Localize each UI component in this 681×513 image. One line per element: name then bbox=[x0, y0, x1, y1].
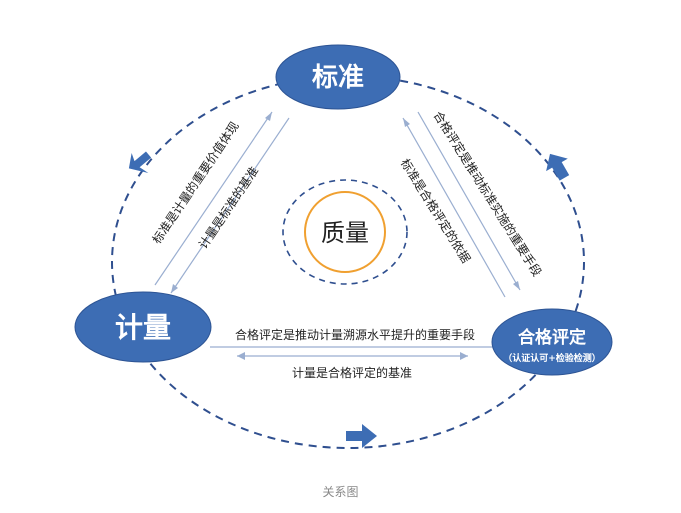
relation-text-conf-to-metro: 合格评定是推动计量溯源水平提升的重要手段 bbox=[235, 327, 475, 342]
arrowhead-left-bottom bbox=[171, 284, 178, 293]
node-standard: 标准 bbox=[275, 44, 401, 110]
node-conformity: 合格评定 （认证认可+检验检测） bbox=[491, 308, 613, 376]
relation-lines-left bbox=[154, 111, 290, 294]
relation-text-conf-to-std: 合格评定是推动标准实施的重要手段 bbox=[431, 108, 545, 279]
cycle-arrow-right-icon bbox=[546, 153, 570, 181]
node-standard-label: 标准 bbox=[312, 63, 364, 93]
arrowhead-right-bottom bbox=[513, 281, 520, 290]
relation-text-std-to-metro: 标准是计量的重要价值体现 bbox=[149, 119, 242, 247]
node-metrology-label: 计量 bbox=[115, 311, 171, 344]
cycle-arrow-left-icon bbox=[128, 151, 152, 173]
node-conformity-sublabel: （认证认可+检验检测） bbox=[503, 352, 601, 364]
figure-caption: 关系图 bbox=[322, 485, 359, 499]
relation-text-std-to-conf: 标准是合格评定的依据 bbox=[398, 156, 474, 266]
arrowhead-bottom-right bbox=[460, 352, 468, 360]
center-quality-label: 质量 bbox=[321, 219, 369, 247]
arrowhead-right-top bbox=[403, 118, 410, 127]
center-dashed-ring bbox=[282, 179, 408, 285]
center-quality-circle bbox=[304, 191, 386, 273]
cycle-arrow-bottom-icon bbox=[346, 424, 377, 448]
relation-lines-right bbox=[402, 111, 521, 298]
node-metrology: 计量 bbox=[74, 291, 212, 363]
node-conformity-label: 合格评定 bbox=[518, 327, 586, 348]
arrowhead-bottom-left bbox=[237, 352, 245, 360]
relation-text-metro-to-conf: 计量是合格评定的基准 bbox=[292, 365, 412, 380]
relation-lines-bottom bbox=[210, 346, 500, 357]
arrowhead-left-top bbox=[265, 112, 272, 121]
